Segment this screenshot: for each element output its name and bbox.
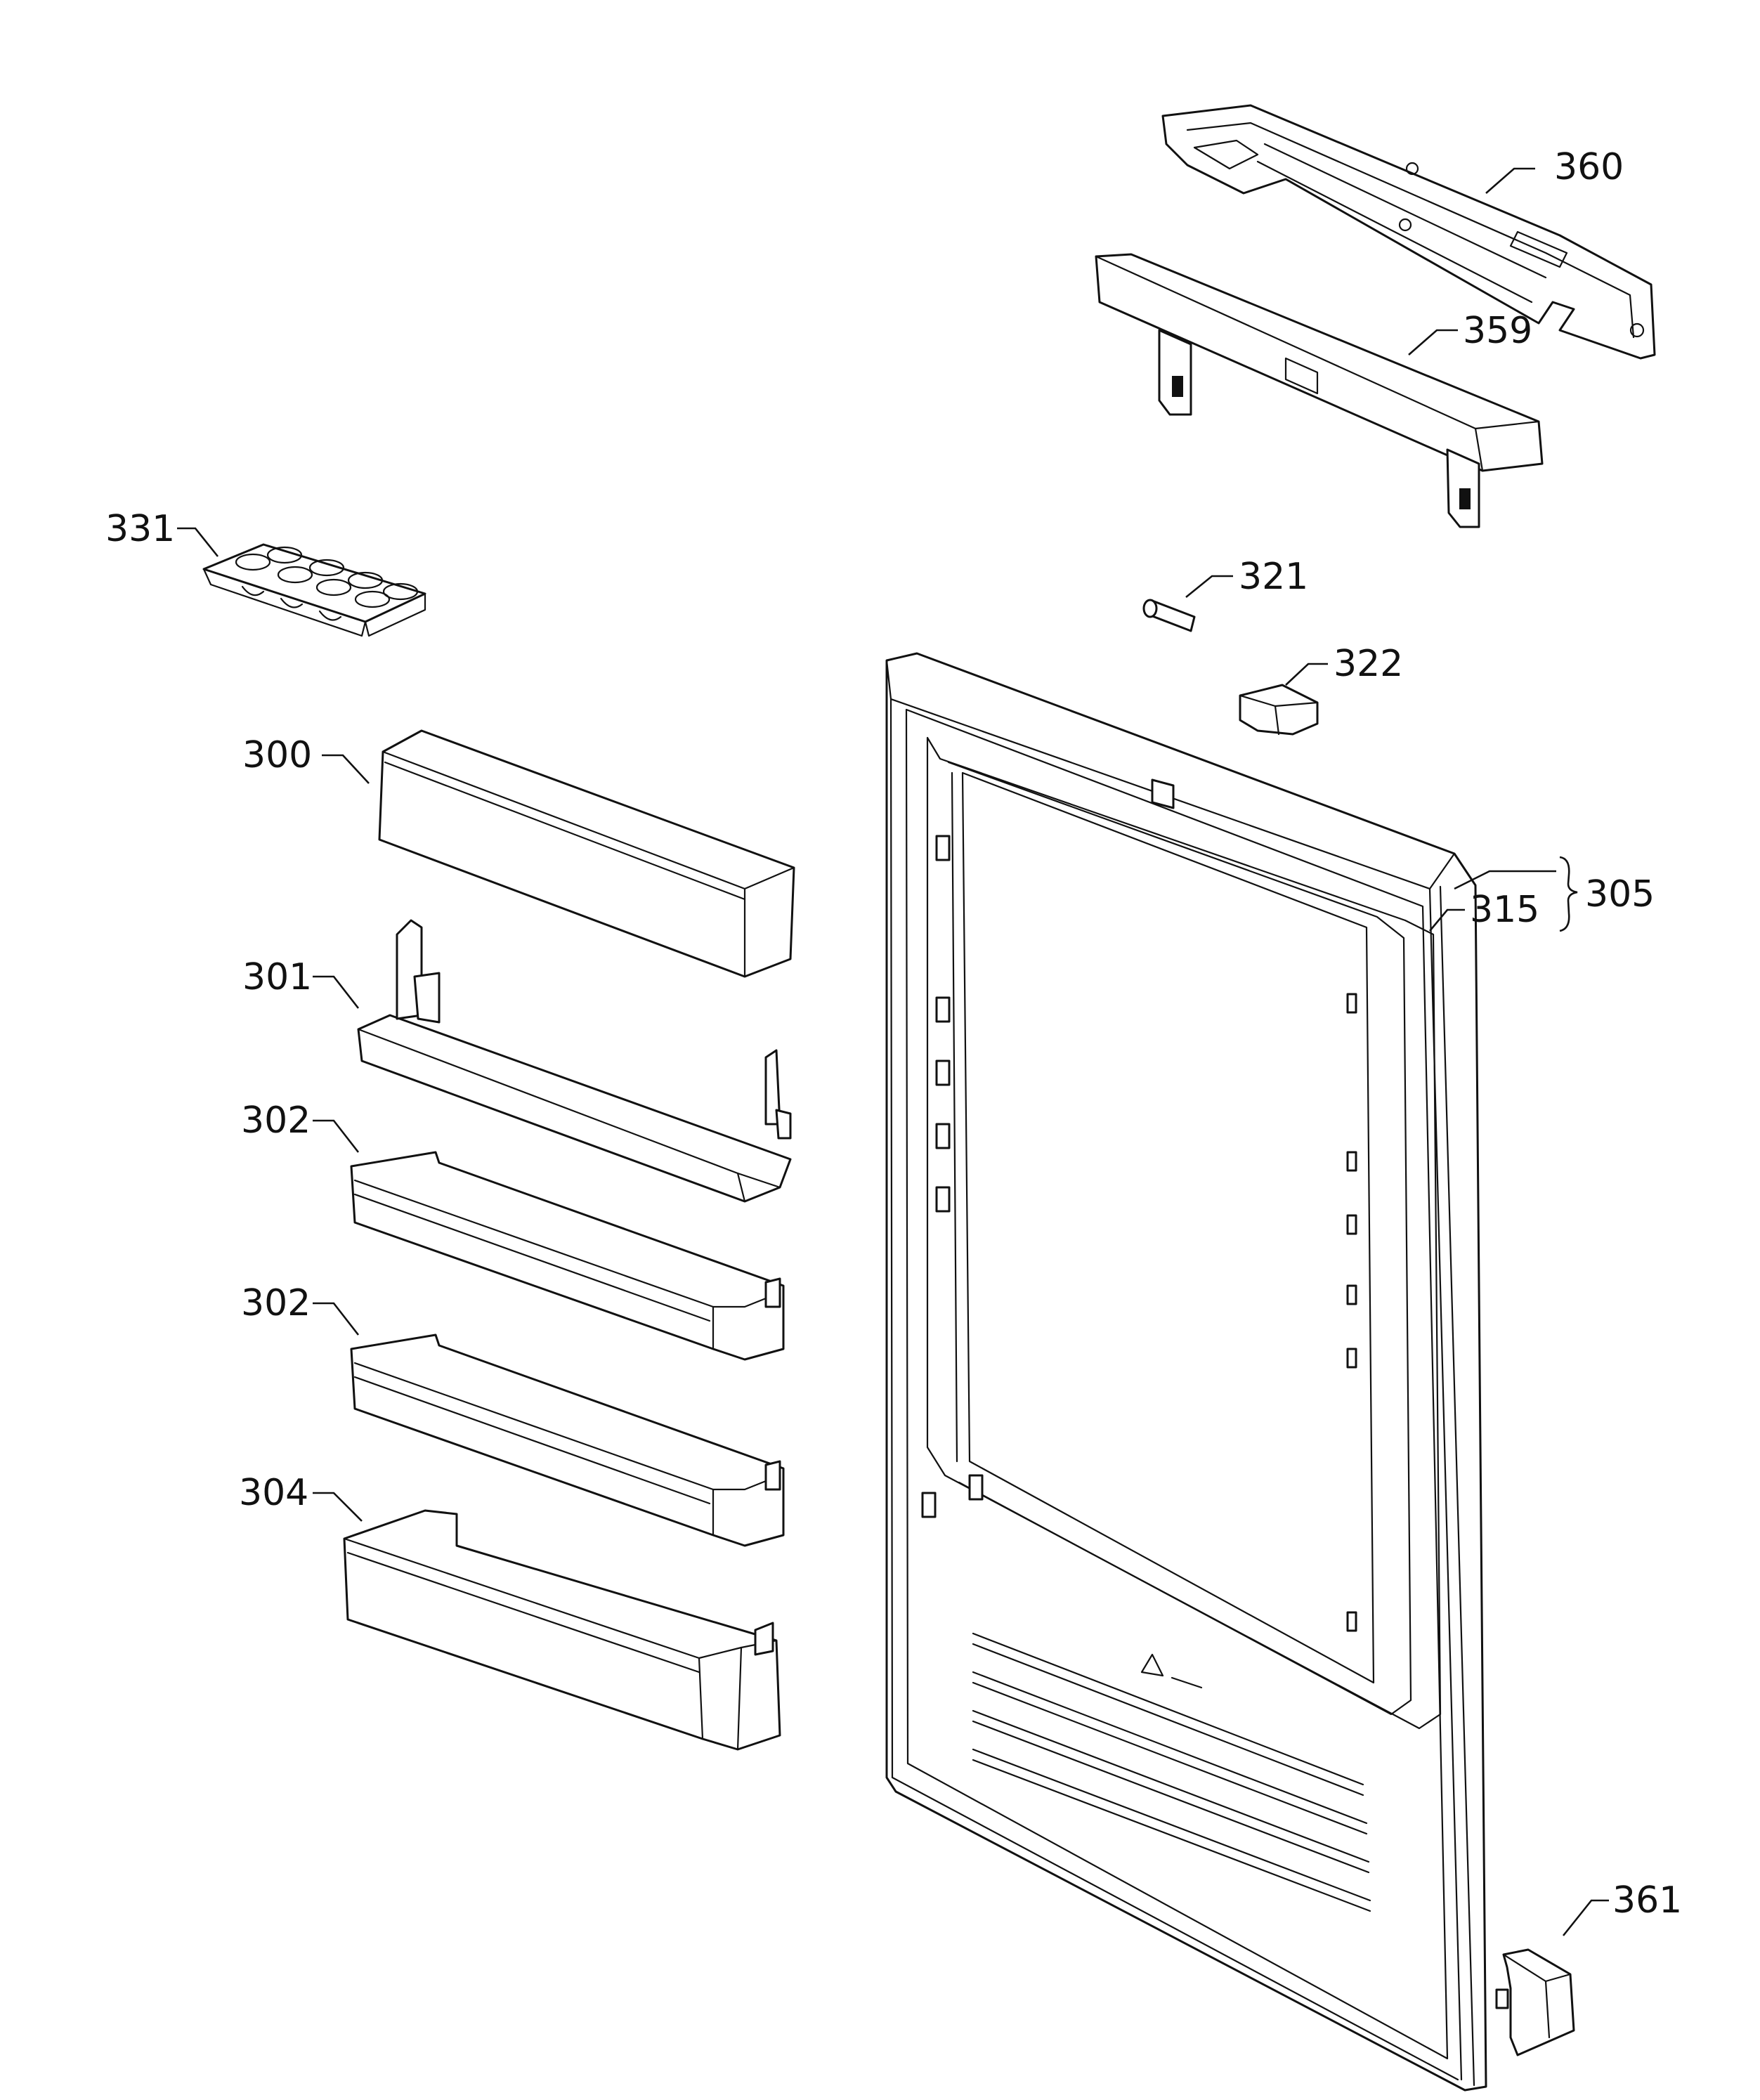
label-322: 322 <box>1334 643 1403 685</box>
part-361-lower-hinge-cover <box>1495 1948 1575 2056</box>
label-321: 321 <box>1239 556 1308 598</box>
label-361: 361 <box>1612 1879 1682 1922</box>
label-331: 331 <box>105 508 175 550</box>
label-304: 304 <box>239 1472 308 1514</box>
label-302-lower: 302 <box>241 1282 311 1324</box>
leader-304 <box>313 1492 363 1522</box>
label-301: 301 <box>242 956 312 998</box>
leader-321 <box>1185 575 1233 599</box>
leader-315 <box>1429 908 1465 932</box>
label-315: 315 <box>1470 889 1539 931</box>
part-302-door-bin-lower <box>350 1333 785 1547</box>
part-315-door-gasket <box>926 736 1442 1730</box>
label-360: 360 <box>1554 146 1624 188</box>
label-305: 305 <box>1585 873 1655 915</box>
part-321-pin <box>1142 599 1196 632</box>
part-300-dairy-cover <box>378 729 795 978</box>
leader-301 <box>313 975 360 1009</box>
label-359: 359 <box>1463 310 1532 352</box>
part-302-door-bin-upper <box>350 1151 785 1361</box>
label-302-upper: 302 <box>241 1100 311 1142</box>
leader-360 <box>1485 167 1535 194</box>
leader-302a <box>313 1119 360 1153</box>
part-305-door-assembly <box>885 652 1487 2092</box>
part-360-hinge-bracket <box>1161 104 1656 360</box>
label-300: 300 <box>242 734 312 776</box>
leader-322 <box>1285 663 1328 686</box>
leader-302b <box>313 1302 360 1336</box>
leader-361 <box>1562 1899 1609 1936</box>
part-359-top-cover <box>1095 253 1544 528</box>
part-331-egg-tray <box>202 543 426 637</box>
leader-lines <box>177 167 1609 1936</box>
leader-331 <box>177 527 219 557</box>
part-322-hinge-cap <box>1239 684 1319 736</box>
leader-300 <box>322 754 370 784</box>
leader-359 <box>1408 329 1458 356</box>
part-304-bottle-bin <box>343 1509 781 1751</box>
leader-305 <box>1454 870 1556 890</box>
part-301-door-bin <box>357 919 792 1203</box>
brace-305 <box>1559 856 1578 932</box>
